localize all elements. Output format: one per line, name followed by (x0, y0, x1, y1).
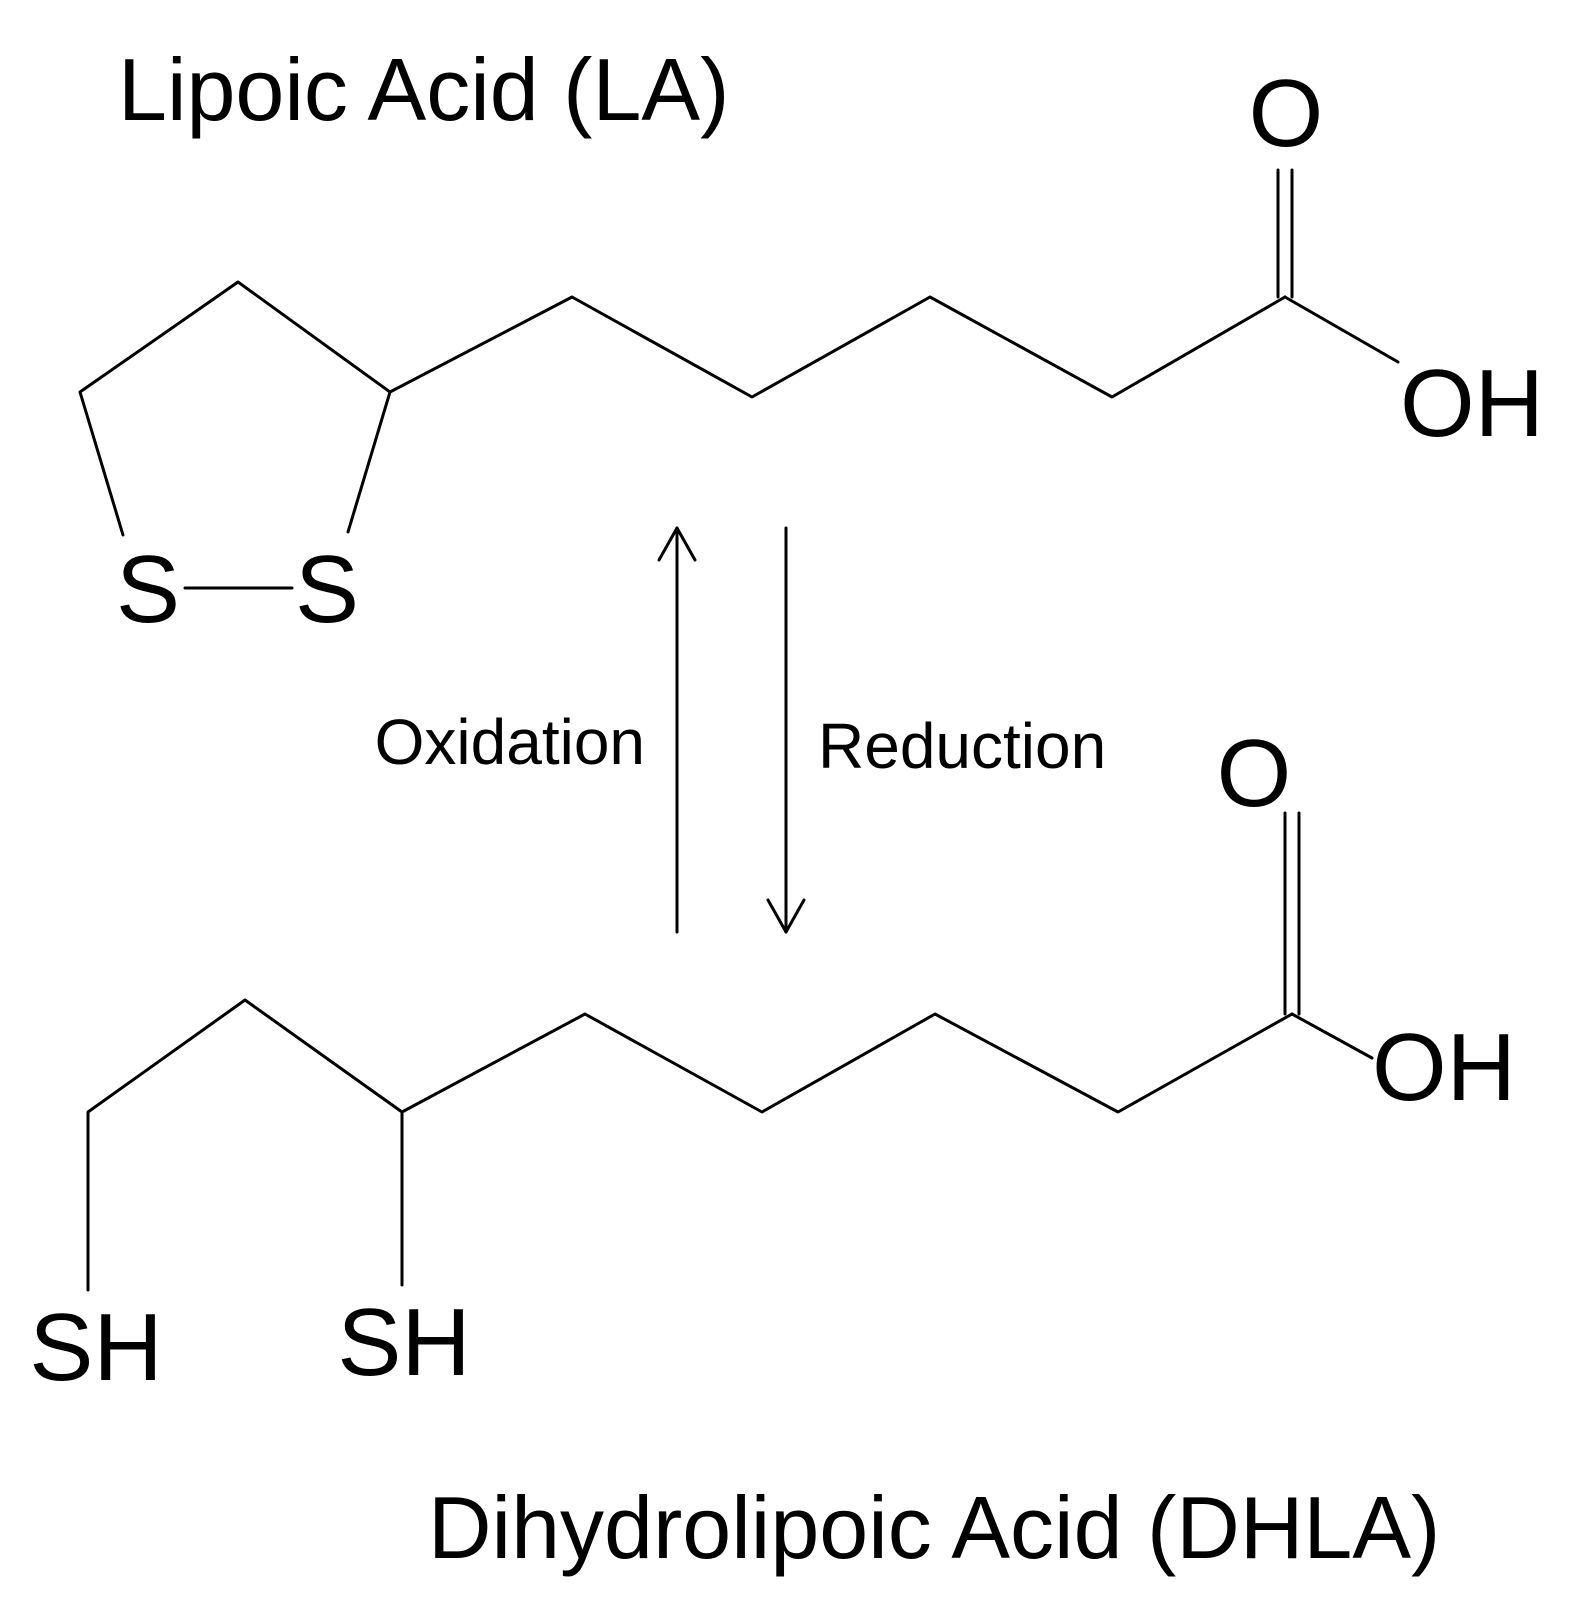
lipoic-hydroxyl-bond (1283, 295, 1400, 364)
lipoic-acid-title: Lipoic Acid (LA) (118, 40, 729, 139)
oxidation-arrowhead (657, 526, 697, 562)
lipoic-acid-structure: Lipoic Acid (LA) O OH S S (78, 40, 1544, 643)
dhla-hydroxyl-bond (1290, 1012, 1374, 1060)
oxidation-label: Oxidation (375, 706, 645, 778)
dihydrolipoic-acid-structure: O OH SH SH Dihydrolipoic Acid (DHLA) (29, 720, 1516, 1577)
lipoic-sulfur-right: S (295, 536, 359, 643)
dhla-thiol-right: SH (337, 1289, 470, 1396)
dhla-thiol-left: SH (29, 1294, 162, 1401)
lipoic-hydroxyl-label: OH (1400, 350, 1544, 457)
redox-arrows: Oxidation Reduction (375, 526, 1106, 934)
lipoic-chain-bonds (388, 295, 1287, 399)
dhla-chain-bonds (86, 998, 1294, 1292)
lipoic-carbonyl-oxygen: O (1249, 60, 1324, 167)
lipoic-ring-bonds (78, 280, 392, 537)
dhla-carbonyl-oxygen: O (1217, 720, 1292, 827)
dihydrolipoic-acid-title: Dihydrolipoic Acid (DHLA) (428, 1478, 1440, 1577)
reduction-label: Reduction (818, 710, 1106, 782)
reduction-arrowhead (766, 898, 806, 934)
dhla-hydroxyl-label: OH (1372, 1014, 1516, 1121)
lipoic-sulfur-left: S (116, 536, 180, 643)
